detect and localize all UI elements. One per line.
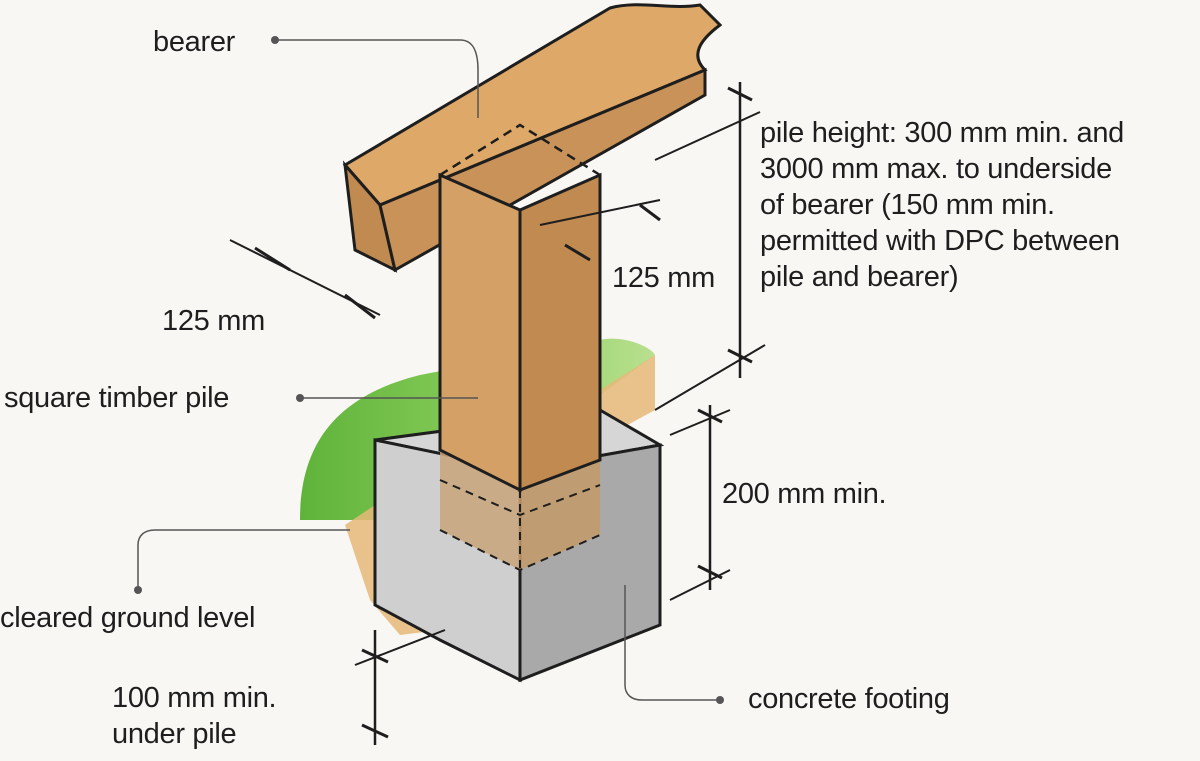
leader-ground <box>137 529 350 590</box>
dim-tick <box>697 564 723 580</box>
pile-base-hidden <box>439 529 601 572</box>
dim-tick <box>727 86 753 102</box>
dim-ext <box>669 409 731 436</box>
dim-tick <box>361 723 389 739</box>
leader-dot <box>296 394 304 402</box>
dim-line-pile-width <box>539 199 661 226</box>
under-pile-line-2: under pile <box>112 718 237 750</box>
label-bearer-width: 125 mm <box>162 305 265 337</box>
dim-tick <box>254 246 291 272</box>
dim-ext-top <box>654 111 761 161</box>
pile-embedded <box>440 445 520 570</box>
pile-top-hidden <box>439 123 601 177</box>
pile-height-line-1: pile height: 300 mm min. and <box>760 117 1124 149</box>
dim-tick <box>639 203 661 222</box>
label-cleared-ground-level: cleared ground level <box>0 602 256 634</box>
dim-tick <box>697 408 723 424</box>
pile-height-line-5: pile and bearer) <box>760 261 959 293</box>
pile-right <box>518 172 602 493</box>
label-under-pile: 100 mm min. under pile <box>112 680 352 752</box>
leader-bearer <box>275 39 479 118</box>
label-embed-depth: 200 mm min. <box>722 478 887 510</box>
dim-ext <box>354 629 446 666</box>
label-bearer: bearer <box>153 26 236 58</box>
pile-height-line-2: 3000 mm max. to underside <box>760 153 1112 185</box>
label-pile-width: 125 mm <box>612 262 715 294</box>
label-square-timber-pile: square timber pile <box>4 382 230 414</box>
pile-height-line-3: of bearer (150 mm min. <box>760 189 1055 221</box>
leader-dot <box>716 696 724 704</box>
dim-ext <box>669 569 731 601</box>
dim-tick <box>344 293 376 320</box>
dim-tick <box>361 648 389 664</box>
under-pile-line-1: 100 mm min. <box>112 682 277 714</box>
dim-ext-bottom <box>654 344 766 411</box>
leader-dot <box>134 586 142 594</box>
pile-hidden-line <box>439 479 601 517</box>
leader-dot <box>271 36 279 44</box>
pile-embedded-right <box>520 460 600 570</box>
pile-height-line-4: permitted with DPC between <box>760 225 1120 257</box>
dim-tick <box>564 243 591 262</box>
dim-tick <box>727 348 753 364</box>
bearer-top <box>342 3 723 207</box>
pile-front <box>438 172 522 493</box>
label-pile-height: pile height: 300 mm min. and 3000 mm max… <box>760 115 1198 295</box>
leader-footing <box>624 585 720 701</box>
label-concrete-footing: concrete footing <box>748 683 950 715</box>
